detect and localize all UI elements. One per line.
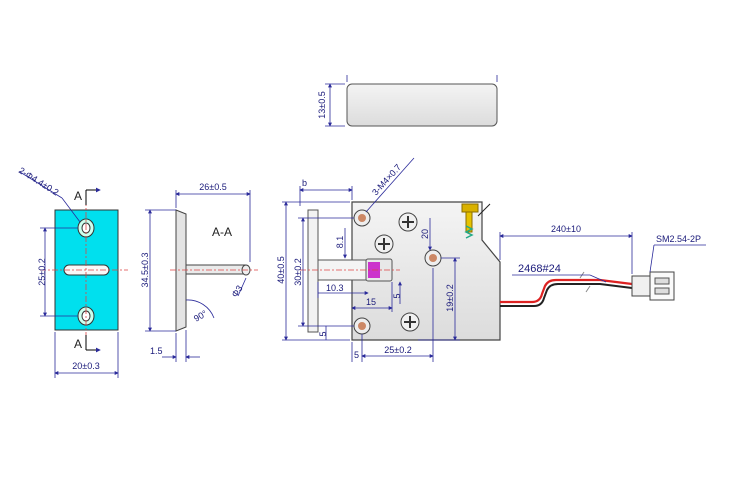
dim-19: 19±0.2 (445, 284, 455, 311)
dim-5-a: 5 (392, 293, 402, 298)
section-mark-top: A (74, 189, 82, 203)
section-view: A-A 26±0.5 34.5±0.3 Φ3 90° 1.5 (140, 182, 258, 362)
screw-top-left (353, 209, 371, 227)
dim-8-1: 8.1 (335, 236, 345, 249)
angle-label: 90° (192, 308, 209, 324)
latch-pin (185, 264, 247, 275)
dim-b: b (302, 178, 307, 188)
dim-20: 20 (420, 229, 430, 239)
screw-mid (424, 249, 442, 267)
lock-body-view: b 3-M4×0.7 40±0.5 30±0.2 8.1 20 10.3 15 … (276, 157, 501, 362)
dim-5-b: 5 (318, 331, 328, 336)
section-width-label: 26±0.5 (199, 182, 226, 192)
connector (631, 271, 675, 301)
section-profile (175, 209, 187, 332)
connector-label: SM2.54-2P (656, 234, 701, 244)
screw-bottom-left (353, 317, 371, 335)
dim-10-3: 10.3 (326, 283, 344, 293)
height-30-label: 30±0.2 (293, 258, 303, 285)
wire-gauge-label: 2468#24 (518, 263, 561, 275)
spring-icon (464, 225, 474, 239)
top-view-height-label: 13±0.5 (317, 91, 327, 118)
back-plate (307, 209, 319, 333)
top-view: 13±0.5 (317, 75, 498, 127)
hole-note: 2-Φ4.4±0.2 (17, 165, 61, 197)
top-view-body (346, 83, 498, 127)
phillips-screw-2 (374, 234, 394, 254)
section-title: A-A (212, 225, 232, 239)
phillips-screw-1 (398, 212, 418, 232)
dim-15: 15 (366, 297, 376, 307)
plate-width-label: 20±0.3 (72, 361, 99, 371)
width-25-label: 25±0.2 (384, 345, 411, 355)
black-wire (500, 283, 633, 307)
wire-length-label: 240±10 (551, 224, 581, 234)
wire-harness: 240±10 2468#24 SM2.54-2P (499, 224, 706, 307)
dim-5-c: 5 (354, 350, 359, 360)
height-40-label: 40±0.5 (276, 256, 286, 283)
micro-switch (461, 203, 479, 213)
section-mark-bottom: A (74, 337, 82, 351)
hole-pitch-label: 25±0.2 (37, 258, 47, 285)
strike-plate-view: A A 2-Φ4.4±0.2 25±0.2 20±0.3 (17, 165, 128, 378)
red-wire (500, 278, 633, 304)
section-height-label: 34.5±0.3 (140, 253, 150, 288)
screw-note: 3-M4×0.7 (370, 162, 403, 197)
thickness-label: 1.5 (150, 346, 163, 356)
phillips-screw-3 (400, 312, 420, 332)
